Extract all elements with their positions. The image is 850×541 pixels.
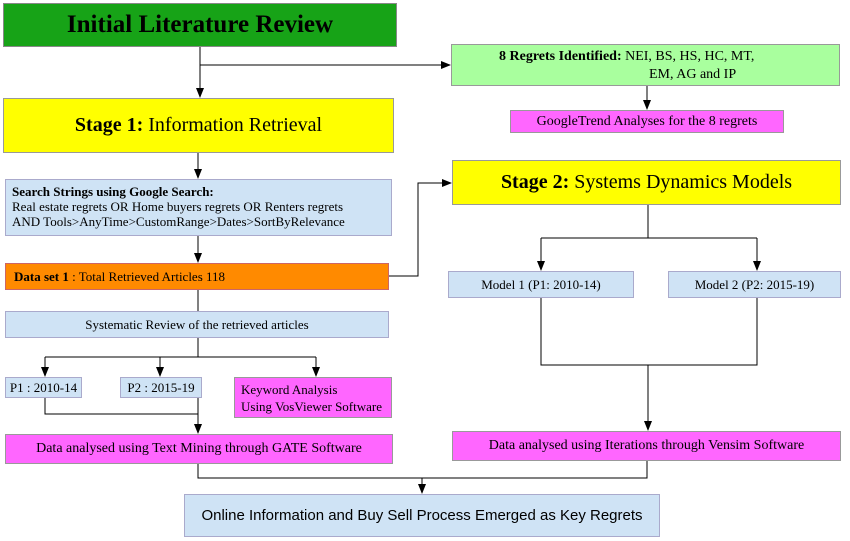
stage1-label: Stage 1: bbox=[74, 114, 144, 136]
p2-text: P2 : 2015-19 bbox=[127, 379, 195, 395]
search-line1: Real estate regrets OR Home buyers regre… bbox=[12, 199, 344, 214]
model1-text: Model 1 (P1: 2010-14) bbox=[481, 276, 601, 292]
keyword-analysis-box: Keyword Analysis Using VosViewer Softwar… bbox=[234, 377, 392, 418]
regrets-identified-box: 8 Regrets Identified: NEI, BS, HS, HC, M… bbox=[451, 44, 840, 86]
text-mining-text: Data analysed using Text Mining through … bbox=[36, 441, 362, 456]
line-models-join bbox=[540, 298, 758, 366]
regrets-line2: EM, AG and IP bbox=[649, 67, 737, 82]
vensim-box: Data analysed using Iterations through V… bbox=[452, 431, 841, 461]
regrets-label: 8 Regrets Identified: bbox=[499, 49, 622, 64]
arrow-dataset-to-stage2 bbox=[389, 179, 452, 277]
stage1-text: Information Retrieval bbox=[148, 114, 323, 136]
p2-box: P2 : 2015-19 bbox=[120, 377, 202, 398]
p1-box: P1 : 2010-14 bbox=[5, 377, 82, 398]
dataset-label: Data set 1 bbox=[14, 268, 69, 284]
keyword-line1: Keyword Analysis bbox=[241, 382, 338, 397]
text-mining-box: Data analysed using Text Mining through … bbox=[5, 434, 393, 464]
stage1-box: Stage 1: Information Retrieval bbox=[3, 98, 394, 153]
model2-text: Model 2 (P2: 2015-19) bbox=[694, 276, 815, 292]
search-heading: Search Strings using Google Search: bbox=[12, 184, 214, 199]
stage2-text: Systems Dynamics Models bbox=[574, 171, 793, 193]
initial-literature-review-box: Initial Literature Review bbox=[3, 3, 397, 47]
search-line2: AND Tools>AnyTime>CustomRange>Dates>Sort… bbox=[12, 214, 345, 229]
key-regrets-box: Online Information and Buy Sell Process … bbox=[184, 494, 660, 537]
googletrend-box: GoogleTrend Analyses for the 8 regrets bbox=[510, 110, 784, 133]
line-p1-down bbox=[44, 398, 198, 415]
dataset-box: Data set 1 : Total Retrieved Articles 11… bbox=[5, 263, 389, 290]
dataset-text: : Total Retrieved Articles 118 bbox=[72, 268, 226, 284]
systematic-review-text: Systematic Review of the retrieved artic… bbox=[85, 316, 309, 332]
final-text: Online Information and Buy Sell Process … bbox=[201, 507, 643, 524]
title-text: Initial Literature Review bbox=[66, 11, 334, 38]
model1-box: Model 1 (P1: 2010-14) bbox=[448, 271, 634, 298]
regrets-line1: NEI, BS, HS, HC, MT, bbox=[625, 49, 755, 64]
keyword-line2: Using VosViewer Software bbox=[241, 399, 383, 414]
model2-box: Model 2 (P2: 2015-19) bbox=[668, 271, 841, 298]
stage2-box: Stage 2: Systems Dynamics Models bbox=[452, 160, 841, 205]
search-strings-box: Search Strings using Google Search: Real… bbox=[5, 179, 392, 236]
p1-text: P1 : 2010-14 bbox=[9, 379, 78, 395]
vensim-text: Data analysed using Iterations through V… bbox=[488, 438, 805, 453]
systematic-review-box: Systematic Review of the retrieved artic… bbox=[5, 311, 389, 338]
googletrend-text: GoogleTrend Analyses for the 8 regrets bbox=[536, 113, 758, 129]
stage2-label: Stage 2: bbox=[500, 171, 570, 193]
